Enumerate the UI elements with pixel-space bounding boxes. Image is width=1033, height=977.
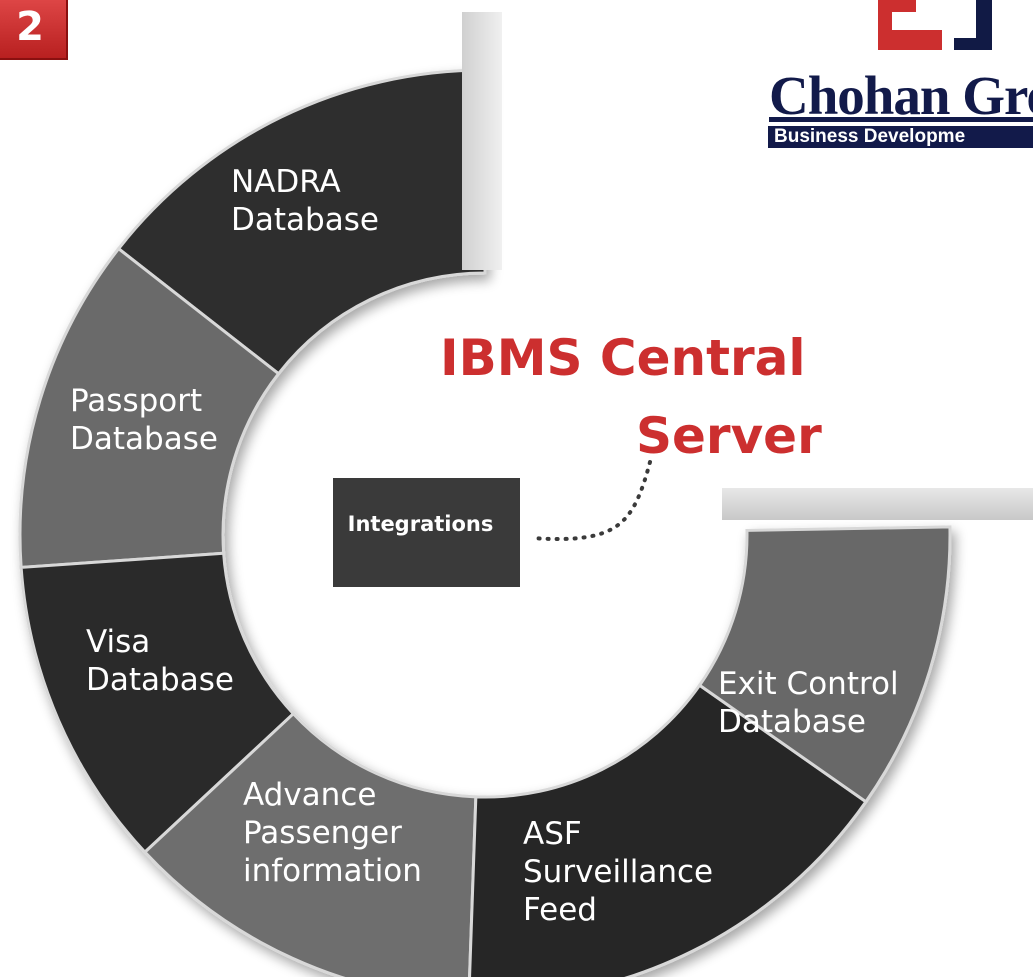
integrations-label: Integrations	[347, 512, 494, 536]
ring-segment-ecl	[697, 525, 952, 804]
central-server-title-line2: Server	[636, 407, 822, 465]
chohan-logo-mark	[872, 0, 1032, 69]
connector-dots	[530, 460, 652, 542]
central-server-title-line1: IBMS Central	[440, 329, 806, 387]
ring-segment-api	[142, 711, 478, 977]
company-name: Chohan Gro	[769, 65, 1033, 126]
company-tagline: Business Developme	[768, 126, 1033, 148]
ring-segment-nadra	[116, 68, 487, 376]
top-cap	[462, 12, 502, 270]
right-cap	[722, 488, 1033, 520]
slide-number-badge: 2	[0, 0, 68, 60]
integrations-box	[333, 478, 520, 587]
ring-segment-asf	[468, 683, 868, 977]
